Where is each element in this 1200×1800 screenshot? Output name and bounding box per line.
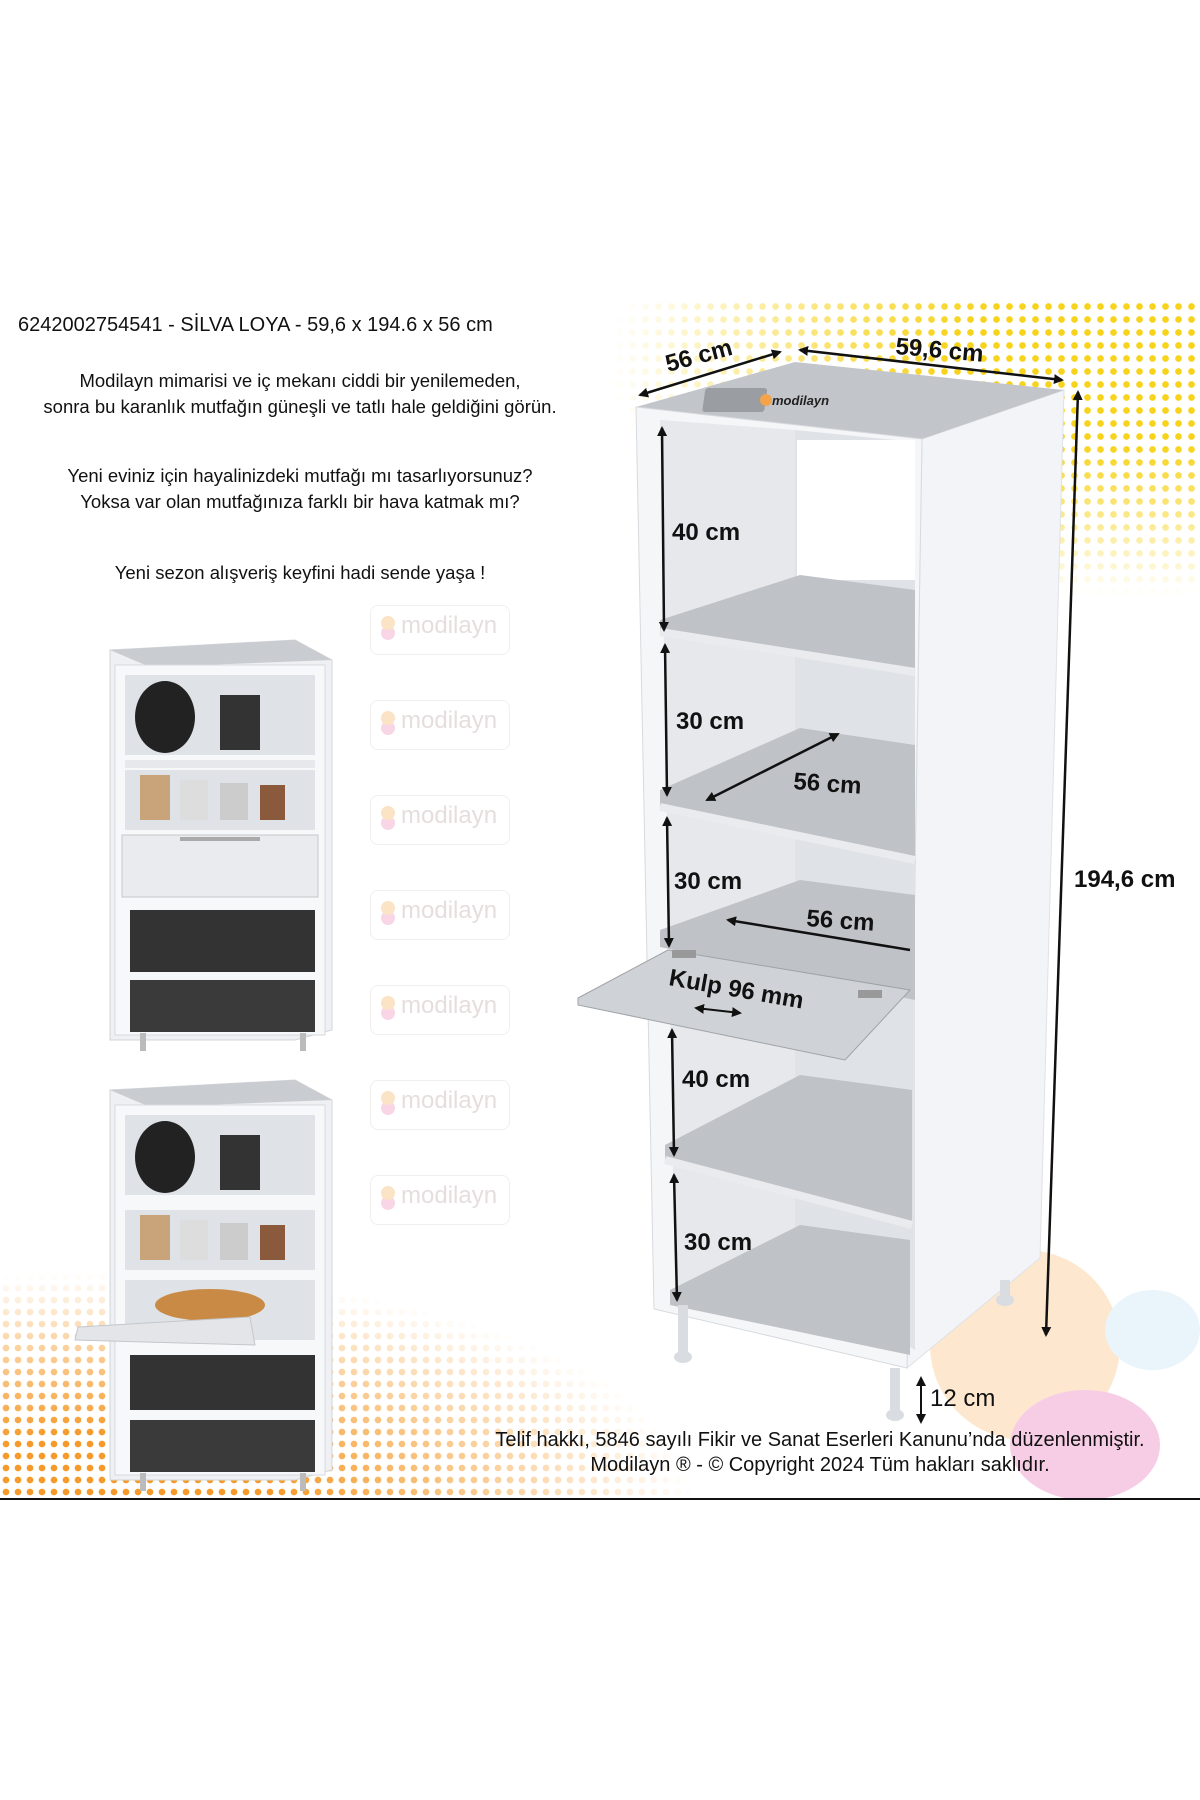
leg-height-label: 12 cm [930,1385,995,1412]
hinge-icon [672,950,696,958]
description-line: Yeni eviniz için hayalinizdeki mutfağı m… [67,465,533,486]
product-photo-closed [109,639,333,1051]
dimension-arrows [638,345,1083,1424]
description-line: Modilayn mimarisi ve iç mekanı ciddi bir… [79,370,521,391]
watermark-tile: modilayn [370,795,510,845]
description-line: Yoksa var olan mutfağınıza farklı bir ha… [80,491,520,512]
kettle-icon [135,681,195,753]
watermark-tile: modilayn [370,1080,510,1130]
shelf-height-label: 30 cm [674,868,742,895]
coffee-machine-icon [220,695,260,750]
description-line: Yeni sezon alışveriş keyfini hadi sende … [114,562,486,583]
watermark-tile: modilayn [370,605,510,655]
cabinet-side-panel [906,389,1065,1370]
copyright-line: Modilayn ® - © Copyright 2024 Tüm haklar… [590,1454,1050,1476]
shelf-height-label: 30 cm [684,1229,752,1256]
watermark-tile: modilayn [370,1175,510,1225]
decor-circle-pink [1010,1390,1160,1500]
shelf-height-label: 30 cm [676,708,744,735]
cabinet-dimension-drawing: modilayn 56 cm 59,6 cm 194,6 cm 40 cm [577,333,1175,1424]
drawer-front [121,834,319,898]
shelf-height-label: 40 cm [672,519,740,546]
dimension-depth-label: 56 cm [663,334,736,378]
watermark-tile: modilayn [370,985,510,1035]
product-title: 6242002754541 - SİLVA LOYA - 59,6 x 194.… [18,314,493,336]
copyright-line: Telif hakkı, 5846 sayılı Fikir ve Sanat … [495,1429,1145,1451]
brand-logo-plate [702,388,768,412]
shelf-height-label: 40 cm [682,1066,750,1093]
hinge-icon [858,990,882,998]
logo-icon [760,394,772,406]
shelf-depth-label: 56 cm [793,768,863,800]
oven-icon [130,910,315,972]
jar-icon [140,775,170,820]
watermark-tile: modilayn [370,700,510,750]
shelf-depth-label: 56 cm [806,905,876,937]
watermark-tile: modilayn [370,890,510,940]
cabinet-legs [674,1280,1014,1421]
description-line: sonra bu karanlık mutfağın güneşli ve ta… [43,396,557,417]
bread-icon [155,1289,265,1321]
bottom-divider [0,1498,1200,1500]
microwave-icon [130,980,315,1032]
product-photo-open [74,1079,333,1491]
decor-circle-blue [1105,1290,1200,1370]
flap-door [577,949,911,1061]
watermark-background: modilayn modilayn modilayn modilayn modilayn… [370,605,550,1255]
flap-door [74,1316,256,1346]
dimension-height-label: 194,6 cm [1074,866,1175,893]
brand-logo-text: modilayn [772,393,829,408]
